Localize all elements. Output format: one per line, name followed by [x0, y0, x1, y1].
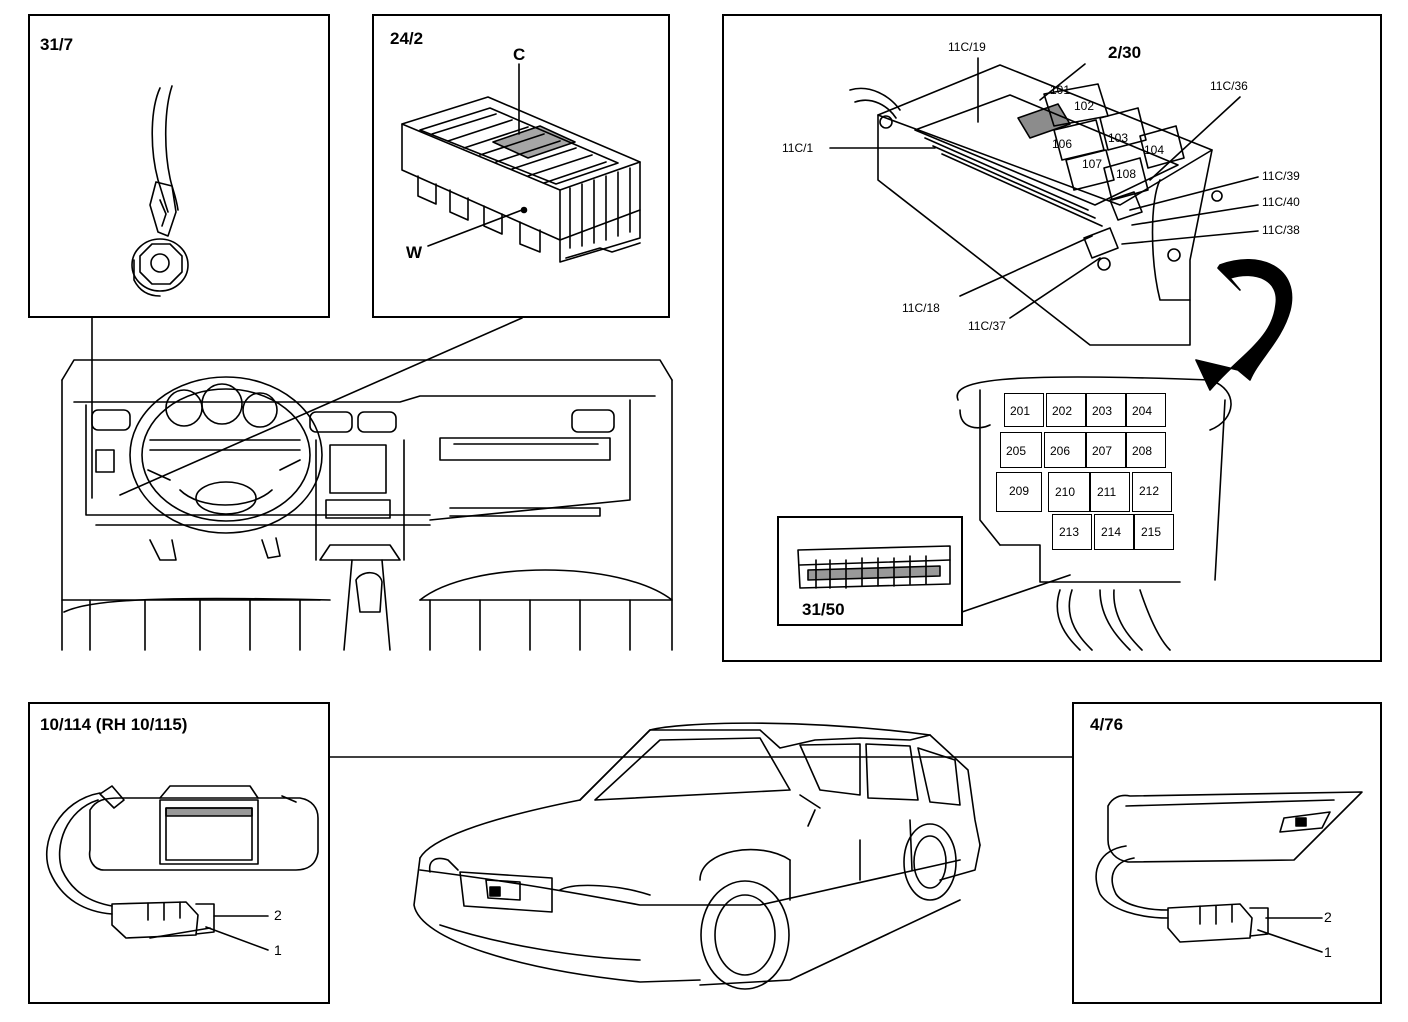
relay-101: 101: [1050, 83, 1071, 97]
relay-204: 204: [1126, 393, 1166, 427]
relay-202: 202: [1046, 393, 1086, 427]
callout-c: C: [513, 45, 526, 64]
panel-31-7-title: 31/7: [40, 35, 74, 54]
pin-1-right: 1: [1324, 944, 1332, 960]
panel-4-76-title: 4/76: [1090, 715, 1124, 734]
relay-label: 205: [1006, 444, 1027, 458]
relay-208: 208: [1126, 432, 1166, 468]
relay-207: 207: [1086, 432, 1126, 468]
label-11c-40: 11C/40: [1262, 195, 1300, 209]
sunvisor-left-drawing: [45, 785, 319, 939]
fusebox-drawing: [849, 64, 1293, 391]
label-11c-39: 11C/39: [1262, 169, 1300, 183]
central-module-drawing: [401, 96, 641, 263]
relay-label: 206: [1050, 444, 1071, 458]
panel-10-114: [28, 702, 330, 1004]
relay-label: 204: [1132, 404, 1153, 418]
relay-103: 103: [1108, 131, 1129, 145]
relay-206: 206: [1044, 432, 1086, 468]
ground-stud-drawing: [131, 85, 189, 297]
relay-106: 106: [1052, 137, 1073, 151]
relay-215: 215: [1134, 514, 1174, 550]
callout-w: W: [406, 243, 423, 262]
leader-24-2: [119, 317, 523, 496]
relay-210: 210: [1048, 472, 1090, 512]
panel-31-7: [28, 14, 330, 318]
relay-211: 211: [1090, 472, 1130, 512]
relay-label: 207: [1092, 444, 1113, 458]
label-11c-37: 11C/37: [968, 319, 1006, 333]
label-2-30: 2/30: [1108, 43, 1142, 62]
label-31-50: 31/50: [802, 600, 845, 619]
sunvisor-right-drawing: [1095, 791, 1363, 943]
pin-2-right: 2: [1324, 909, 1332, 925]
relay-209: 209: [996, 472, 1042, 512]
relay-label: 208: [1132, 444, 1153, 458]
relay-107: 107: [1082, 157, 1103, 171]
relay-201: 201: [1004, 393, 1044, 427]
panel-10-114-title: 10/114 (RH 10/115): [40, 715, 188, 734]
relay-214: 214: [1094, 514, 1134, 550]
panel-24-2-title: 24/2: [390, 29, 424, 48]
panel-fusebox: [722, 14, 1382, 662]
relay-203: 203: [1086, 393, 1126, 427]
relay-213: 213: [1052, 514, 1092, 550]
label-11c-1: 11C/1: [782, 141, 814, 155]
relay-label: 209: [1009, 484, 1030, 498]
relay-108: 108: [1116, 167, 1137, 181]
relay-box-drawing: [956, 376, 1232, 651]
relay-205: 205: [1000, 432, 1042, 468]
panel-4-76: [1072, 702, 1382, 1004]
label-11c-38: 11C/38: [1262, 223, 1300, 237]
relay-label: 214: [1101, 525, 1122, 539]
car-drawing: [413, 722, 981, 990]
relay-label: 215: [1141, 525, 1162, 539]
relay-104: 104: [1144, 143, 1165, 157]
relay-212: 212: [1132, 472, 1172, 512]
relay-label: 203: [1092, 404, 1113, 418]
dashboard-drawing: [61, 359, 673, 651]
label-11c-19: 11C/19: [948, 40, 986, 54]
relay-label: 212: [1139, 484, 1160, 498]
relay-label: 213: [1059, 525, 1080, 539]
panel-24-2: [372, 14, 670, 318]
pin-2-left: 2: [274, 907, 282, 923]
relay-label: 211: [1097, 485, 1117, 499]
relay-label: 202: [1052, 404, 1073, 418]
pin-1-left: 1: [274, 942, 282, 958]
connector-31-50-drawing: [797, 545, 951, 589]
relay-label: 201: [1010, 404, 1031, 418]
relay-102: 102: [1074, 99, 1095, 113]
label-11c-18: 11C/18: [902, 301, 940, 315]
label-11c-36: 11C/36: [1210, 79, 1248, 93]
relay-label: 210: [1055, 485, 1076, 499]
panel-31-50-inset: [777, 516, 963, 626]
